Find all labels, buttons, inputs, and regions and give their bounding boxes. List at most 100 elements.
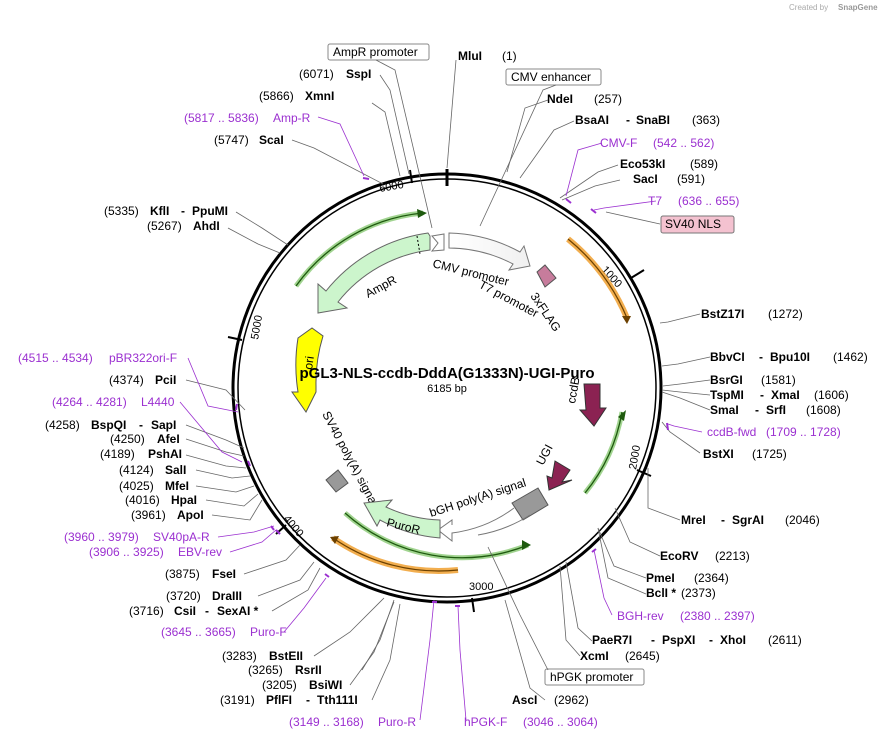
sv40-polya-feature xyxy=(325,469,349,493)
site-labels: MluI (1) (6071) SspI (5866) XmnI (5747) … xyxy=(45,49,868,707)
site-rsrii-pos: (3265) xyxy=(248,663,283,677)
ampr-feature xyxy=(317,232,431,314)
tick-3000: 3000 xyxy=(469,581,493,593)
primer-puror-name: Puro-R xyxy=(378,715,416,729)
sv40-nls-box xyxy=(660,215,735,234)
puror-feature xyxy=(363,499,441,539)
site-saci-pos: (591) xyxy=(677,172,705,186)
site-mlui: MluI xyxy=(458,49,482,63)
site-sapi: SapI xyxy=(151,418,176,432)
site-srfi-dash: - xyxy=(755,403,759,417)
site-pspxi: PspXI xyxy=(662,633,695,647)
site-smai: SmaI xyxy=(710,403,739,417)
primer-ccdbfwd-name: ccdB-fwd xyxy=(707,425,756,439)
primer-puror-range: (3149 .. 3168) xyxy=(289,715,364,729)
tick-2000: 2000 xyxy=(627,444,643,470)
site-sexai: SexAI * xyxy=(217,604,259,618)
site-xhoi-pos: (2611) xyxy=(768,633,802,647)
site-rsrii: RsrII xyxy=(295,663,322,677)
site-srfi-pos: (1608) xyxy=(806,403,841,417)
site-snabi: SnaBI xyxy=(636,113,670,127)
site-draiii-pos: (3720) xyxy=(166,589,201,603)
site-ecorv-pos: (2213) xyxy=(715,549,750,563)
site-sexai-dash: - xyxy=(205,604,209,618)
site-xmni-pos: (5866) xyxy=(259,89,294,103)
site-pcii: PciI xyxy=(155,373,176,387)
site-ahdi-pos: (5267) xyxy=(147,219,182,233)
site-draiii: DraIII xyxy=(212,589,242,603)
primer-ccdbfwd-range: (1709 .. 1728) xyxy=(766,425,841,439)
site-bsiwi: BsiWI xyxy=(309,678,342,692)
site-sgrai: SgrAI xyxy=(732,513,764,527)
site-mfei-pos: (4025) xyxy=(119,479,154,493)
primer-bghrev-name: BGH-rev xyxy=(617,609,664,623)
ampr-green-arrowhead xyxy=(417,209,427,218)
site-fsei: FseI xyxy=(212,567,236,581)
site-saci: SacI xyxy=(633,172,658,186)
site-srfi: SrfI xyxy=(766,403,786,417)
site-hpai: HpaI xyxy=(171,493,197,507)
puro-green-arrowhead xyxy=(522,540,531,550)
site-sali: SalI xyxy=(165,463,186,477)
site-afei-pos: (4250) xyxy=(110,432,145,446)
primer-hpgkf-name: hPGK-F xyxy=(464,715,507,729)
site-bsaai: BsaAI xyxy=(575,113,609,127)
primer-l4440-name: L4440 xyxy=(141,395,175,409)
tick-mark-1000 xyxy=(630,269,645,279)
cmv-enhancer-box-label: CMV enhancer xyxy=(511,70,591,84)
ampr-dotted-divider xyxy=(416,235,421,255)
site-mrei: MreI xyxy=(681,513,706,527)
sv40-nls-arc-core xyxy=(567,238,628,319)
ccdb-green-arc-core xyxy=(584,411,623,494)
ugi-feature xyxy=(546,460,573,491)
site-sspi-pos: (6071) xyxy=(299,67,334,81)
site-eco53ki-pos: (589) xyxy=(690,157,718,171)
hpgk-arc-feature xyxy=(437,507,515,543)
site-asci: AscI xyxy=(512,693,537,707)
site-sgrai-pos: (2046) xyxy=(785,513,820,527)
site-bsrgi: BsrGI xyxy=(710,373,743,387)
site-xmai-dash: - xyxy=(760,388,764,402)
site-hpai-pos: (4016) xyxy=(125,493,160,507)
site-mfei: MfeI xyxy=(165,479,189,493)
site-ppumi: PpuMI xyxy=(192,204,228,218)
site-ecorv: EcoRV xyxy=(660,549,698,563)
sv40-nls-box-label: SV40 NLS xyxy=(665,217,721,231)
site-bstxi: BstXI xyxy=(703,447,734,461)
tick-mark-6000 xyxy=(409,169,413,184)
site-afei: AfeI xyxy=(157,432,180,446)
site-csii: CsiI xyxy=(174,604,196,618)
site-bstz17i: BstZ17I xyxy=(701,307,744,321)
site-pmei-pos: (2364) xyxy=(694,571,729,585)
tick-5000: 5000 xyxy=(249,314,265,340)
tick-mark-2000 xyxy=(636,469,652,477)
primer-pbr322orif-range: (4515 .. 4534) xyxy=(18,351,93,365)
cmv-enhancer-box xyxy=(505,68,602,86)
site-tspmi: TspMI xyxy=(710,388,744,402)
puro-green-arc-core xyxy=(344,512,529,559)
site-xhoi: XhoI xyxy=(720,633,746,647)
credit-brand: SnapGene xyxy=(838,3,878,12)
primer-t7-name: T7 xyxy=(648,194,662,208)
cmv-promoter-feature xyxy=(448,232,531,271)
site-eco53ki: Eco53kI xyxy=(620,157,665,171)
site-sgrai-dash: - xyxy=(721,513,725,527)
site-tth111i-dash: - xyxy=(306,693,310,707)
site-xcmi: XcmI xyxy=(580,649,609,663)
site-scai-pos: (5747) xyxy=(214,133,249,147)
site-bcli-pos: (2373) xyxy=(681,586,716,600)
site-kfli: KflI xyxy=(150,204,169,218)
site-ppumi-dash: - xyxy=(181,204,185,218)
site-bpu10i: Bpu10I xyxy=(770,350,810,364)
puro-orange-arc-core xyxy=(332,537,459,572)
site-ahdi: AhdI xyxy=(193,219,220,233)
site-bcli: BclI * xyxy=(646,586,676,600)
site-xmni: XmnI xyxy=(305,89,334,103)
site-pflfi-pos: (3191) xyxy=(220,693,255,707)
primer-purof-name: Puro-F xyxy=(250,625,287,639)
site-pcii-pos: (4374) xyxy=(109,373,144,387)
primer-labels: (5817 .. 5836) Amp-R CMV-F (542 .. 562) … xyxy=(18,111,841,729)
ccdb-green-arrowhead xyxy=(618,410,626,421)
primer-l4440-range: (4264 .. 4281) xyxy=(52,395,127,409)
